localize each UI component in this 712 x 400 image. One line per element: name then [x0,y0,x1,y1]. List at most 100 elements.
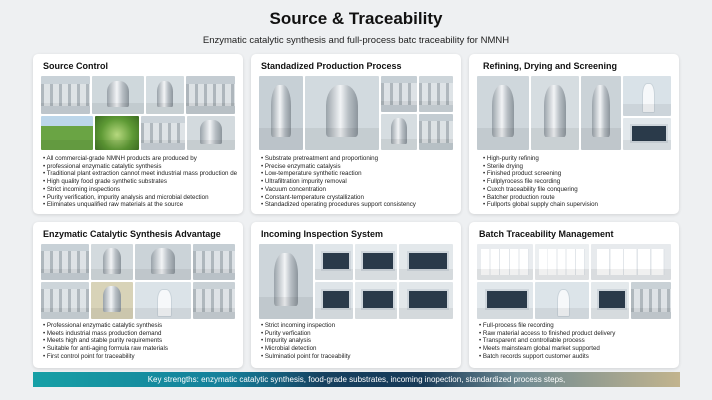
key-strengths-bar: Key strengths: enzymatic catalytic synth… [33,372,680,387]
card-title: Incoming Inspection System [261,229,384,239]
factory-photo [41,76,90,114]
list-item: Precise enzymatic catalysis [261,163,455,171]
card-title: Batch Traceability Management [479,229,614,239]
bullet-list: All commercial-grade NMNH products are p… [43,155,237,209]
card-title: Enzymatic Catalytic Synthesis Advantage [43,229,221,239]
card-title: Refining, Drying and Screening [483,61,618,71]
list-item: Strict incoming inspections [43,186,237,194]
lab-equipment-photo [399,282,453,319]
documents-photo [477,244,533,280]
list-item: Cuxch traceability file conquering [483,186,673,194]
lab-equipment-photo [399,244,453,280]
factory-photo [193,244,235,280]
lab-equipment-photo [623,118,671,150]
list-item: Transparent and controllable process [479,337,673,345]
list-item: Purity verfication [261,330,455,338]
list-item: Microbial detection [261,345,455,353]
factory-photo [141,116,185,150]
list-item: Low-temperature synthetic reaction [261,170,455,178]
list-item: All commercial-grade NMNH products are p… [43,155,237,163]
list-item: Strict incoming inspection [261,322,455,330]
key-strengths-text: Key strengths: enzymatic catalytic synth… [147,375,566,384]
list-item: Purity verification, impurity analysis a… [43,194,237,202]
list-item: Meets industrial mass production demand [43,330,237,338]
list-item: Impurity analysis [261,337,455,345]
tank-photo [92,76,144,114]
list-item: Substrate pretreatment and proportioning [261,155,455,163]
factory-photo [193,282,235,319]
list-item: Constant-temperature crystallization [261,194,455,202]
bullet-list: Professional enzymatic catalytic synthes… [43,322,237,361]
list-item: Sulminatiol point for traceability [261,353,455,361]
lab-worker-photo [535,282,589,319]
photo-grid [477,76,671,200]
list-item: Meets mainsteam global market supported [479,345,673,353]
tank-photo [381,114,417,150]
list-item: Professional enzymatic catalytic synthes… [43,322,237,330]
list-item: professional enzymatic catalytic synthes… [43,163,237,171]
lab-worker-photo [623,76,671,116]
card-source-control: Source Control All commercial-grade NMNH… [33,54,243,214]
lab-equipment-photo [355,244,397,280]
lab-equipment-photo [591,282,629,319]
photo-grid [477,244,671,319]
factory-photo [419,76,453,112]
lab-equipment-photo [315,282,353,319]
tank-photo [477,76,529,150]
list-item: Suitable for anti-aging formula raw mate… [43,345,237,353]
list-item: Ultrafiltration impurity removal [261,178,455,186]
bullet-list: Substrate pretreatment and proportioning… [261,155,455,209]
factory-photo [419,114,453,150]
card-title: Source Control [43,61,109,71]
tank-photo [187,116,235,150]
cabbage-photo [95,116,139,150]
tank-photo [531,76,579,150]
card-incoming-inspection: Incoming Inspection System Strict incomi… [251,222,461,368]
factory-photo [186,76,235,114]
list-item: High quality food grade synthetic substr… [43,178,237,186]
card-title: Standadized Production Process [261,61,402,71]
factory-photo [41,282,89,319]
list-item: Raw material access to finished product … [479,330,673,338]
tank-photo [305,76,379,150]
tank-photo [146,76,184,114]
list-item: Batcher production route [483,194,673,202]
list-item: Sterile drying [483,163,673,171]
card-synthesis-advantage: Enzymatic Catalytic Synthesis Advantage … [33,222,243,368]
list-item: High-purity refining [483,155,673,163]
list-item: Meets high and stable purity requirement… [43,337,237,345]
list-item: Standadized operating procedures support… [261,201,455,209]
photo-grid [259,76,453,200]
list-item: Fullports global supply chain supervisio… [483,201,673,209]
photo-grid [41,244,235,319]
card-refining: Refining, Drying and Screening High-puri… [469,54,679,214]
bullet-list: Strict incoming inspection Purity verfic… [261,322,455,361]
factory-photo [41,244,89,280]
tank-photo [581,76,621,150]
page-subtitle: Enzymatic catalytic synthesis and full-p… [202,35,510,46]
list-item: Traditional plant extraction cannot meet… [43,170,237,178]
crop-field-photo [41,116,93,150]
tank-photo [135,244,191,280]
factory-photo [631,282,671,319]
list-item: Batch records support customer audits [479,353,673,361]
list-item: Vacuum concentration [261,186,455,194]
lab-equipment-photo [355,282,397,319]
list-item: Eliminates unqualified raw materials at … [43,201,237,209]
bullet-list: Full-process file recording Raw material… [479,322,673,361]
lab-equipment-photo [477,282,533,319]
documents-photo [591,244,671,280]
card-batch-traceability: Batch Traceability Management Full-proce… [469,222,679,368]
list-item: Finished product screening [483,170,673,178]
tank-photo [259,244,313,319]
tank-photo [259,76,303,150]
photo-grid [259,244,453,319]
tank-photo [91,282,133,319]
list-item: Full-process file recording [479,322,673,330]
documents-photo [535,244,589,280]
bullet-list: High-purity refining Sterile drying Fini… [483,155,673,209]
tank-photo [91,244,133,280]
page-title: Source & Traceability [269,9,443,28]
photo-grid [41,76,235,200]
lab-equipment-photo [315,244,353,280]
